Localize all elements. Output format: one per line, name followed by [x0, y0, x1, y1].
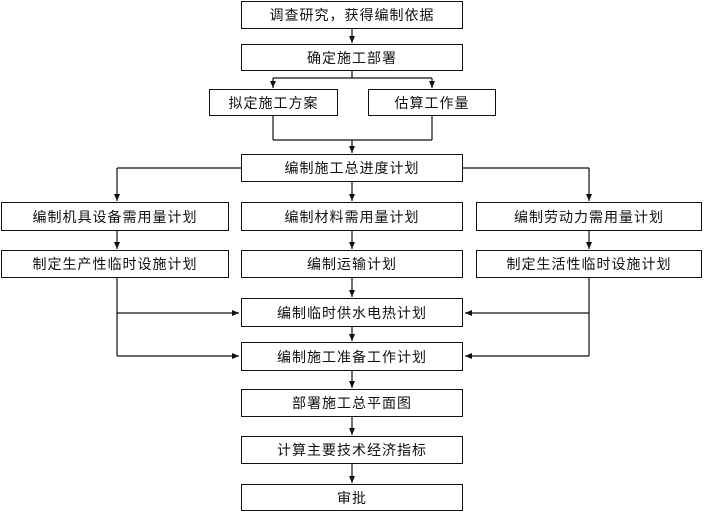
step-estimate: 估算工作量: [368, 89, 496, 116]
step-living-facilities: 制定生活性临时设施计划: [476, 250, 702, 278]
step-schedule: 编制施工总进度计划: [241, 154, 463, 182]
step-labor: 编制劳动力需用量计划: [476, 202, 702, 231]
step-machinery: 编制机具设备需用量计划: [1, 202, 229, 231]
step-site-plan: 部署施工总平面图: [241, 389, 463, 417]
step-approval: 审批: [241, 484, 463, 511]
step-indicators: 计算主要技术经济指标: [241, 436, 463, 464]
step-transport: 编制运输计划: [241, 250, 463, 278]
step-deployment: 确定施工部署: [241, 44, 463, 71]
step-materials: 编制材料需用量计划: [241, 202, 463, 231]
step-utilities: 编制临时供水电热计划: [241, 298, 463, 327]
step-research: 调查研究，获得编制依据: [241, 1, 463, 29]
step-preparation: 编制施工准备工作计划: [241, 342, 463, 371]
step-temp-facilities: 制定生产性临时设施计划: [1, 250, 229, 278]
step-plan: 拟定施工方案: [209, 89, 338, 116]
